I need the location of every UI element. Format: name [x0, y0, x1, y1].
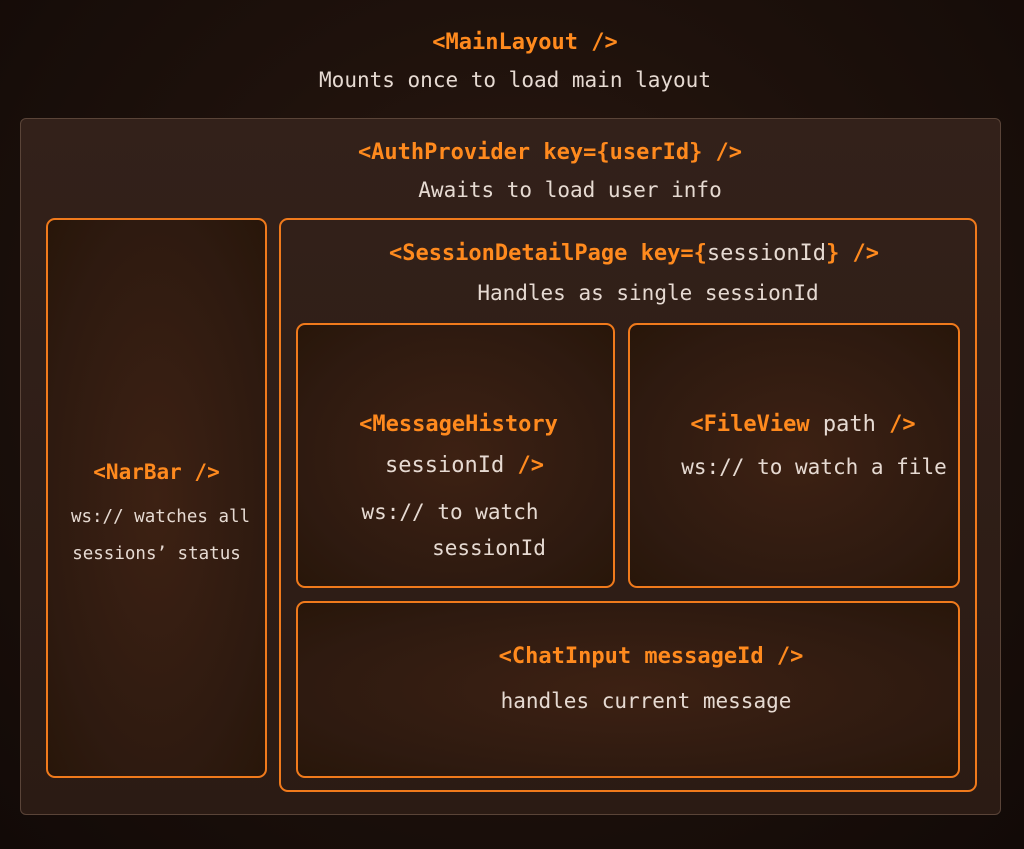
session-detail-page-subtitle: Handles as single sessionId: [477, 281, 819, 305]
narbar-box: [46, 218, 267, 778]
session-detail-page-title-suffix: } />: [826, 241, 880, 266]
file-view-box: [628, 323, 960, 588]
chat-input-title: <ChatInput messageId />: [498, 644, 804, 669]
message-history-desc-line2: sessionId: [432, 536, 546, 560]
message-history-title-param: sessionId: [385, 453, 505, 478]
file-view-title: <FileView path />: [628, 412, 978, 437]
session-detail-page-box: [279, 218, 977, 792]
session-detail-page-title-param: sessionId: [706, 241, 827, 266]
file-view-desc: ws:// to watch a file: [681, 455, 947, 479]
file-view-title-prefix: <FileView: [690, 412, 810, 437]
session-detail-page-title-prefix: <SessionDetailPage key={: [388, 241, 707, 266]
file-view-title-suffix: />: [875, 412, 916, 437]
auth-provider-title: <AuthProvider key={userId} />: [357, 140, 743, 165]
chat-input-box: [296, 601, 960, 778]
message-history-title-suffix: />: [504, 453, 544, 478]
message-history-desc-line1: ws:// to watch: [361, 500, 539, 524]
message-history-title-line2: sessionId />: [296, 453, 633, 478]
message-history-box: [296, 323, 615, 588]
main-layout-subtitle: Mounts once to load main layout: [319, 68, 711, 92]
narbar-title: <NarBar />: [93, 460, 220, 484]
narbar-desc-line2: sessions’ status: [72, 544, 241, 564]
file-view-title-param: path: [809, 412, 876, 437]
auth-provider-subtitle: Awaits to load user info: [418, 178, 722, 202]
message-history-title-line1: <MessageHistory: [359, 412, 558, 437]
chat-input-desc: handles current message: [500, 689, 792, 713]
session-detail-page-title: <SessionDetailPage key={sessionId} />: [279, 241, 977, 266]
narbar-desc-line1: ws:// watches all: [70, 507, 251, 527]
main-layout-title: <MainLayout />: [432, 30, 618, 55]
